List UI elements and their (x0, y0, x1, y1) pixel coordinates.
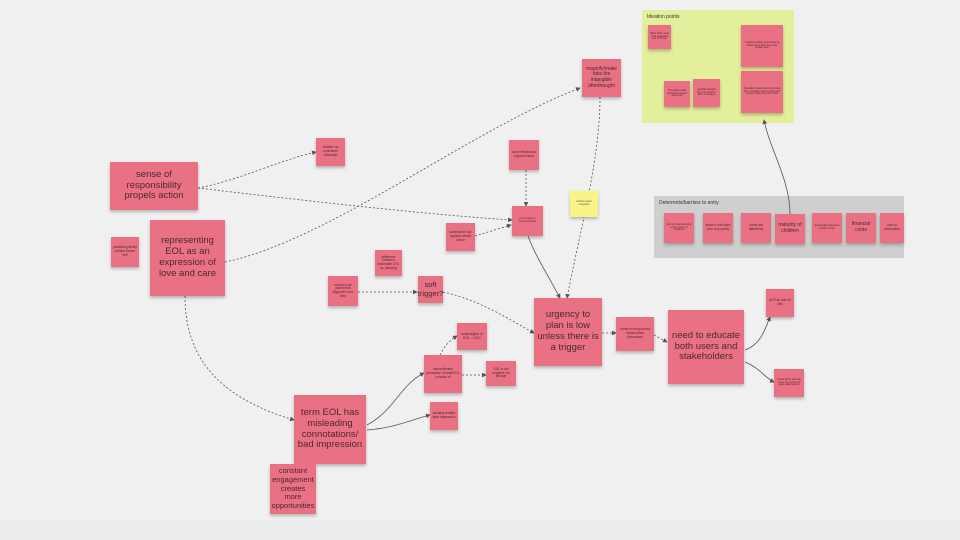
deterrents-frame-title: Deterrents/barriers to entry (659, 200, 719, 206)
connector-representing-to-term-eol (184, 295, 295, 422)
note-areas-of-living[interactable]: Areas of living money /estate plans (ins… (616, 317, 654, 351)
note-deterrent-4[interactable]: maturity of children (775, 214, 805, 244)
note-constant-engagement[interactable]: constant engagement creates more opportu… (270, 464, 316, 514)
connector-educate-to-acp (744, 316, 771, 351)
note-needs-full-access[interactable]: needs full to educate users from self / … (774, 369, 804, 397)
note-ideation-3[interactable]: The bottom EOL should be scaled same sit… (664, 81, 690, 107)
note-deterrent-2[interactable]: death a cold topic cure of property (703, 213, 733, 243)
note-wording-creates[interactable]: wording creates false impression (430, 402, 458, 430)
connector-term-eol-to-narrow (366, 372, 425, 426)
note-source-as-trigger[interactable]: source to be planned as trigger/at more … (328, 276, 358, 306)
connector-educate-to-needs-full (744, 361, 775, 383)
note-term-eol-misleading[interactable]: term EOL has misleading connotations/ ba… (294, 395, 366, 464)
note-deterrent-6[interactable]: financial costs (846, 213, 876, 243)
connector-sense-to-no-emergency (197, 187, 513, 223)
note-need-to-educate[interactable]: need to educate both users and stakehold… (668, 310, 744, 384)
note-children-motivators[interactable]: children as motivators /dissuade (316, 138, 345, 166)
note-deterrent-7[interactable]: lack of information (880, 213, 904, 243)
note-no-emergency[interactable]: no emergency communication (512, 206, 543, 236)
note-acp-discussion[interactable]: ACP as one-off talk (766, 289, 794, 317)
note-sense-of-responsibility[interactable]: sense of responsibility propels action (110, 162, 198, 210)
note-soft-trigger[interactable]: soft trigger? (418, 276, 443, 303)
note-some-influencers[interactable]: some influencers a good reason (509, 140, 539, 170)
note-ideation-5[interactable]: Standard create kind of process from one… (741, 71, 783, 113)
ideation-frame-title: Ideation points (647, 14, 680, 20)
connector-sense-to-children (197, 150, 317, 189)
bottom-bar (0, 520, 960, 540)
note-subsequent-upgrades[interactable]: subsequent top updates attract action (446, 223, 475, 251)
note-difference-between[interactable]: difference between actionable EOL vs. pl… (375, 250, 402, 276)
note-sticky-small[interactable]: stickies aren't complete (570, 191, 598, 217)
note-urgency-low[interactable]: urgency to plan is low unless there is a… (534, 298, 602, 366)
note-ideation-2[interactable]: Ongoing places intrinsically to (short-t… (741, 25, 783, 67)
note-deterrent-5[interactable]: Knowledge relevance to lack of info (812, 213, 842, 243)
note-magnify-make[interactable]: magnify/make tabs the intangible afterth… (582, 59, 621, 97)
connector-areas-to-educate (653, 334, 668, 343)
note-deterrent-3[interactable]: forms are deterrents (741, 213, 771, 243)
note-ideation-4[interactable]: possible thought from one kind of EOL in… (693, 79, 720, 107)
note-prioritizing-family[interactable]: prioritizing family welfare before self (111, 237, 139, 267)
connector-subsequent-to-no-emergency (474, 223, 512, 237)
note-narrow-perception[interactable]: narrow/limited perception of what EOL co… (424, 355, 462, 393)
connector-term-eol-to-wording (366, 413, 431, 431)
note-small-stigma[interactable]: small stigma of EOL -> DLD (457, 323, 487, 350)
note-eol-not-negative[interactable]: EOL is not negative but strange (486, 361, 516, 386)
connector-narrow-to-small-stigma (439, 335, 458, 356)
note-representing-eol[interactable]: representing EOL as an expression of lov… (150, 220, 225, 296)
note-deterrent-1[interactable]: lack of understanding of the cause of in… (664, 213, 694, 243)
connector-no-emergency-to-urgency (527, 235, 561, 299)
note-ideation-1[interactable]: SELL EOL need to be expected (an IT tren… (648, 25, 671, 49)
